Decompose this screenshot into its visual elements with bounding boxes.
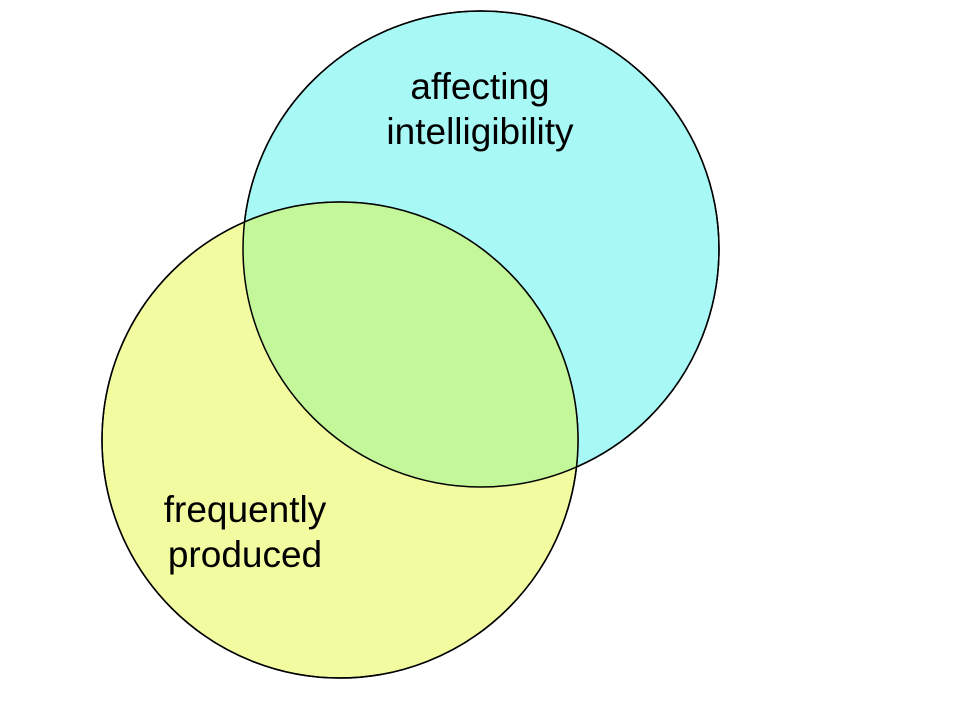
label-line: frequently bbox=[163, 489, 327, 530]
circle-affecting-intelligibility-outline bbox=[242, 10, 720, 488]
circle-frequently-produced-outline bbox=[101, 201, 579, 679]
label-frequently-produced: frequently produced bbox=[115, 487, 375, 577]
label-affecting-intelligibility: affecting intelligibility bbox=[350, 64, 610, 154]
label-line: produced bbox=[167, 534, 323, 575]
label-line: affecting bbox=[410, 66, 550, 107]
label-line: intelligibility bbox=[386, 111, 574, 152]
